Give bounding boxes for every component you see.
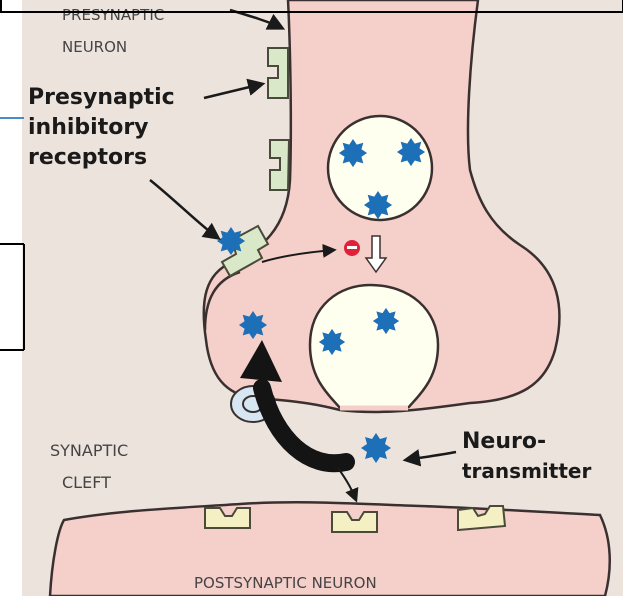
neurotransmitter-molecule [319,329,345,355]
postsynaptic-neuron-label: POSTSYNAPTIC NEURON [194,574,377,592]
synaptic-cleft-label: CLEFT [62,473,111,492]
inhibitory-receptors-label: receptors [28,145,147,170]
presynaptic-neuron-label: NEURON [62,38,127,56]
synaptic-cleft-label: SYNAPTIC [50,441,128,460]
inhibitory-receptors-label: Presynaptic [28,85,175,110]
neurotransmitter-label: Neuro- [462,429,546,454]
overlay-frame [0,244,24,350]
neurotransmitter-molecule [217,227,245,255]
presynaptic-neuron-label: PRESYNAPTIC [62,6,164,24]
inhibitory-receptors-label: inhibitory [28,115,149,140]
neurotransmitter-molecule [339,139,367,167]
neurotransmitter-molecule [239,311,267,339]
neurotransmitter-label: transmitter [462,459,591,483]
neurotransmitter-molecule [397,138,425,166]
neurotransmitter-molecule [361,433,391,463]
neurotransmitter-molecule [373,308,399,334]
neurotransmitter-molecule [364,191,392,219]
